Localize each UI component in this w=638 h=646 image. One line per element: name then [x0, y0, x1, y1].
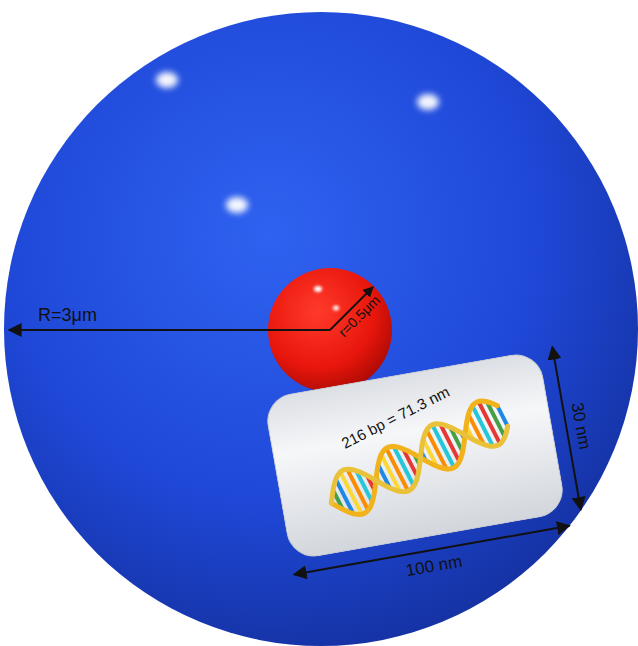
radius-label: R=3μm [38, 306, 97, 324]
radius-arrow [4, 12, 638, 646]
cell-sphere: r=0.5μm216 bp = 71.3 nmR=3μm [4, 12, 638, 646]
